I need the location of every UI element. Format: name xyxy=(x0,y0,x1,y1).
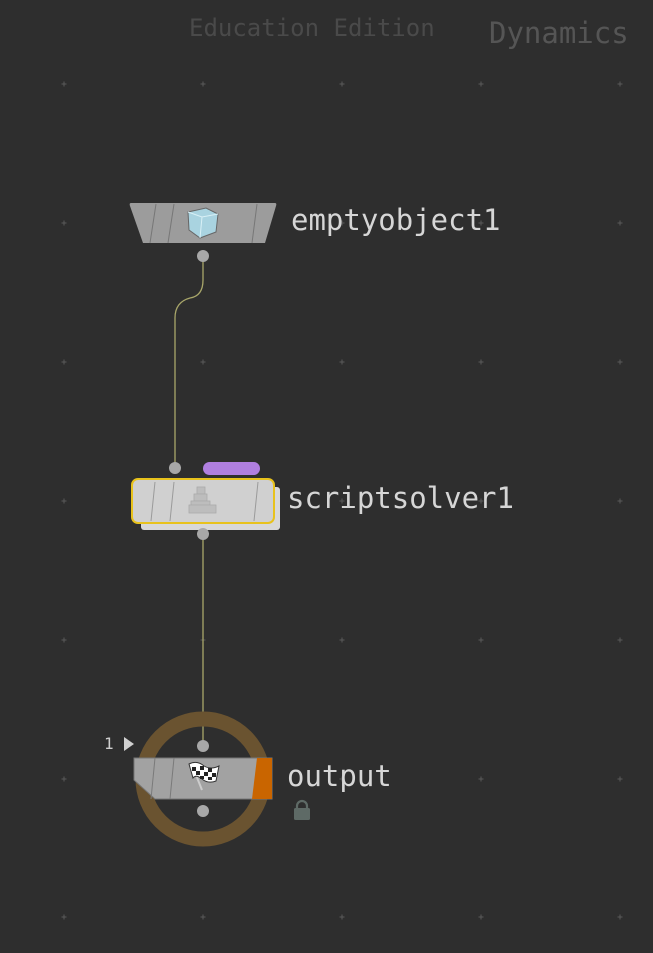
grid-marker xyxy=(61,776,67,782)
output-connector xyxy=(197,250,209,262)
input-connector xyxy=(169,462,181,474)
grid-marker xyxy=(61,81,67,87)
grid-marker xyxy=(200,914,206,920)
grid-marker xyxy=(339,776,345,782)
output-index: 1 xyxy=(104,734,114,753)
grid-marker xyxy=(617,81,623,87)
checkered-flag-icon xyxy=(188,761,220,791)
grid-marker xyxy=(478,776,484,782)
display-flag xyxy=(252,758,272,799)
network-context-label: Dynamics xyxy=(489,16,629,50)
node-label-scriptsolver1[interactable]: scriptsolver1 xyxy=(287,481,514,515)
node-scriptsolver1[interactable] xyxy=(131,462,280,540)
grid-marker xyxy=(617,776,623,782)
node-label-emptyobject1[interactable]: emptyobject1 xyxy=(291,203,501,237)
output-connector xyxy=(197,528,209,540)
grid-marker xyxy=(478,637,484,643)
node-output[interactable] xyxy=(124,711,310,847)
grid-marker xyxy=(339,81,345,87)
node-emptyobject1[interactable] xyxy=(129,203,277,262)
grid-marker xyxy=(200,359,206,365)
node-label-output[interactable]: output xyxy=(287,759,392,793)
grid-marker xyxy=(61,498,67,504)
solver-badge xyxy=(203,462,260,475)
grid-marker xyxy=(339,359,345,365)
edition-watermark: Education Edition xyxy=(189,14,435,42)
grid-marker xyxy=(339,637,345,643)
cube-icon xyxy=(187,207,219,239)
grid-marker xyxy=(61,359,67,365)
wire-emptyobject-to-scriptsolver xyxy=(174,256,204,468)
grid-marker xyxy=(478,220,484,226)
grid-marker xyxy=(478,359,484,365)
grid-marker xyxy=(617,914,623,920)
grid-marker xyxy=(617,498,623,504)
grid-marker xyxy=(478,914,484,920)
grid-marker xyxy=(61,914,67,920)
input-connector xyxy=(197,740,209,752)
grid-marker xyxy=(339,914,345,920)
grid-marker xyxy=(339,498,345,504)
grid-marker xyxy=(61,220,67,226)
grid-marker xyxy=(478,81,484,87)
grid-marker xyxy=(617,359,623,365)
grid-marker xyxy=(617,637,623,643)
grid-marker xyxy=(339,220,345,226)
lock-icon xyxy=(294,799,310,820)
grid-marker xyxy=(200,81,206,87)
output-index-arrow-icon xyxy=(124,737,134,751)
solver-icon xyxy=(188,486,217,514)
output-connector xyxy=(197,805,209,817)
grid-marker xyxy=(61,637,67,643)
grid-marker xyxy=(478,498,484,504)
grid-marker xyxy=(617,220,623,226)
